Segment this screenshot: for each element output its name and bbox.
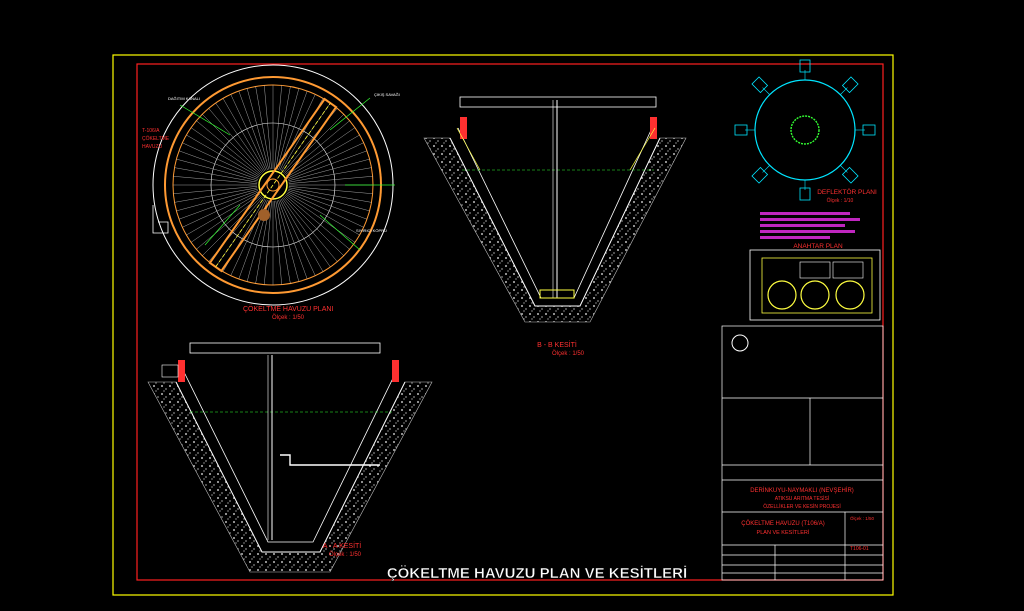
sheet-scale: Ölçek : 1/50	[850, 515, 875, 521]
key-plan-title: ANAHTAR PLAN	[793, 243, 843, 250]
plan-title: ÇÖKELTME HAVUZU PLANI	[243, 305, 333, 313]
project-phase: ÖZELLİKLER VE KESİN PROJESİ	[763, 503, 841, 510]
deflector-bracket	[841, 166, 859, 184]
svg-text:SIYIRICI KÖPRÜ: SIYIRICI KÖPRÜ	[356, 228, 387, 233]
project-subname: ATIKSU ARITMA TESİSİ	[775, 495, 830, 502]
svg-text:HAVUZU: HAVUZU	[142, 144, 163, 150]
plan-scale: Ölçek : 1/50	[272, 314, 305, 321]
section-bb-title: B - B KESİTİ	[537, 340, 577, 349]
company-logo	[731, 334, 749, 352]
title-block	[721, 325, 884, 581]
section-bb	[423, 96, 687, 323]
svg-text:DAĞITIM KANALI: DAĞITIM KANALI	[168, 96, 200, 101]
general-notes	[760, 212, 860, 239]
sheet-number: T106-01	[850, 546, 869, 552]
deflector-scale: Ölçek : 1/10	[827, 197, 854, 204]
svg-text:ÇÖKELTME: ÇÖKELTME	[142, 135, 170, 142]
outer-frame	[112, 54, 894, 596]
key-plan	[749, 249, 881, 321]
deflector-bracket	[799, 187, 811, 201]
drawing-caption: ÇÖKELTME HAVUZU PLAN VE KESİTLERİ	[387, 565, 687, 582]
section-aa	[147, 342, 433, 573]
deflector-bracket	[799, 59, 811, 73]
deflector-bracket	[862, 124, 876, 136]
section-bb-scale: Ölçek : 1/50	[552, 350, 585, 357]
deflector-title: DEFLEKTÖR PLANI	[817, 188, 877, 196]
project-name: DERİNKUYU-NAYMAKLI (NEVŞEHİR)	[750, 487, 854, 494]
sheet-subtitle: PLAN VE KESİTLERİ	[757, 529, 810, 536]
plan-view: DAĞITIM KANALI ÇIKIŞ SAVAĞI SIYIRICI KÖP…	[142, 64, 400, 306]
svg-text:ÇIKIŞ SAVAĞI: ÇIKIŞ SAVAĞI	[374, 92, 400, 97]
deflector-bracket	[734, 124, 748, 136]
deflector-bracket	[841, 76, 859, 94]
section-aa-scale: Ölçek : 1/50	[329, 551, 362, 558]
sheet-title: ÇÖKELTME HAVUZU (T106/A)	[741, 520, 824, 527]
deflector-bracket	[751, 166, 769, 184]
section-aa-title: A - A KESİTİ	[323, 541, 362, 550]
deflector-plan	[734, 59, 876, 201]
deflector-bracket	[751, 76, 769, 94]
svg-text:T-106/A: T-106/A	[142, 128, 160, 134]
inner-border	[136, 63, 884, 581]
